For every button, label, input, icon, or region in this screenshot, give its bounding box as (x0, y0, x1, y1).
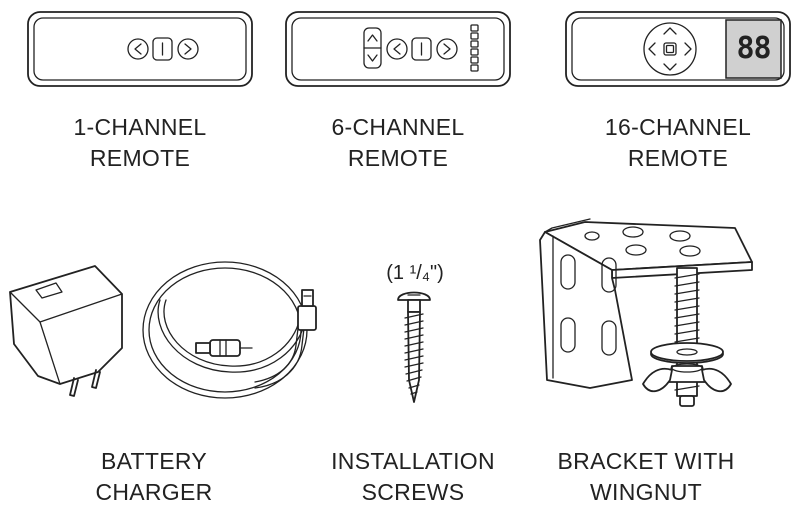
screw-size-note: (1 ¹/₄") (386, 262, 444, 284)
remote-1ch-label: 1-CHANNEL REMOTE (73, 114, 207, 171)
washer-icon (650, 342, 724, 364)
up-down-channel-buttons-icon[interactable] (363, 27, 382, 69)
right-arrow-button-icon[interactable] (177, 38, 199, 60)
wingnut-icon (642, 363, 732, 393)
battery-charger-label: BATTERY CHARGER (95, 448, 213, 505)
micro-usb-plug-icon (195, 339, 253, 357)
threaded-bolt-icon (674, 267, 700, 407)
directional-pad-icon[interactable] (643, 22, 697, 76)
usb-cable-icon (142, 261, 317, 399)
mounting-bracket-icon (539, 218, 753, 389)
remote-6ch-label: 6-CHANNEL REMOTE (331, 114, 465, 171)
wall-adapter-icon (9, 265, 123, 397)
bracket-wingnut-label: BRACKET WITH WINGNUT (557, 448, 735, 505)
stop-button-icon[interactable] (152, 37, 173, 61)
channel-display-digits: 88 (736, 31, 771, 66)
left-arrow-button-icon[interactable] (127, 38, 149, 60)
right-arrow-button-icon[interactable] (436, 38, 458, 60)
usb-a-plug-icon (297, 289, 317, 331)
channel-display-screen (725, 19, 782, 79)
installation-screws-label: INSTALLATION SCREWS (331, 448, 495, 505)
remote-16ch-label: 16-CHANNEL REMOTE (604, 114, 752, 171)
screw-icon (397, 291, 431, 403)
left-arrow-button-icon[interactable] (386, 38, 408, 60)
channel-indicator-lights-icon (470, 24, 479, 72)
stop-button-icon[interactable] (411, 37, 432, 61)
